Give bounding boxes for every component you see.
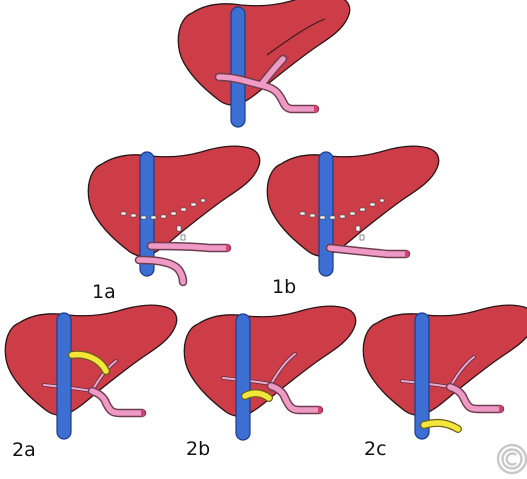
portal-vein-icon [450,387,503,413]
vena-cava-icon [319,152,333,276]
panel-label: 2b [186,438,210,460]
vena-cava-icon [236,314,250,440]
vena-cava-icon [231,7,245,127]
panel-label: 2a [12,439,36,461]
panel-label: 2c [364,438,387,460]
vena-cava-icon [415,313,429,439]
panel-label: 1b [272,276,296,298]
panel-normal [178,0,349,127]
portal-vein-icon [271,386,322,414]
copyright-watermark-icon [498,445,526,473]
panel-label: 1a [92,281,116,303]
panel-1b [267,146,438,276]
portal-vein-icon [92,391,145,417]
liver-icon [267,146,438,256]
portal-vein-icon [139,245,230,283]
vena-cava-icon [57,313,71,439]
panel-2b [184,306,355,440]
panel-2a [5,305,176,439]
panel-1a [88,146,259,282]
panel-2c [363,305,527,439]
graft-icon [245,393,269,398]
portal-vein-icon [330,248,409,258]
liver-icon [363,305,527,415]
liver-icon [88,146,259,256]
